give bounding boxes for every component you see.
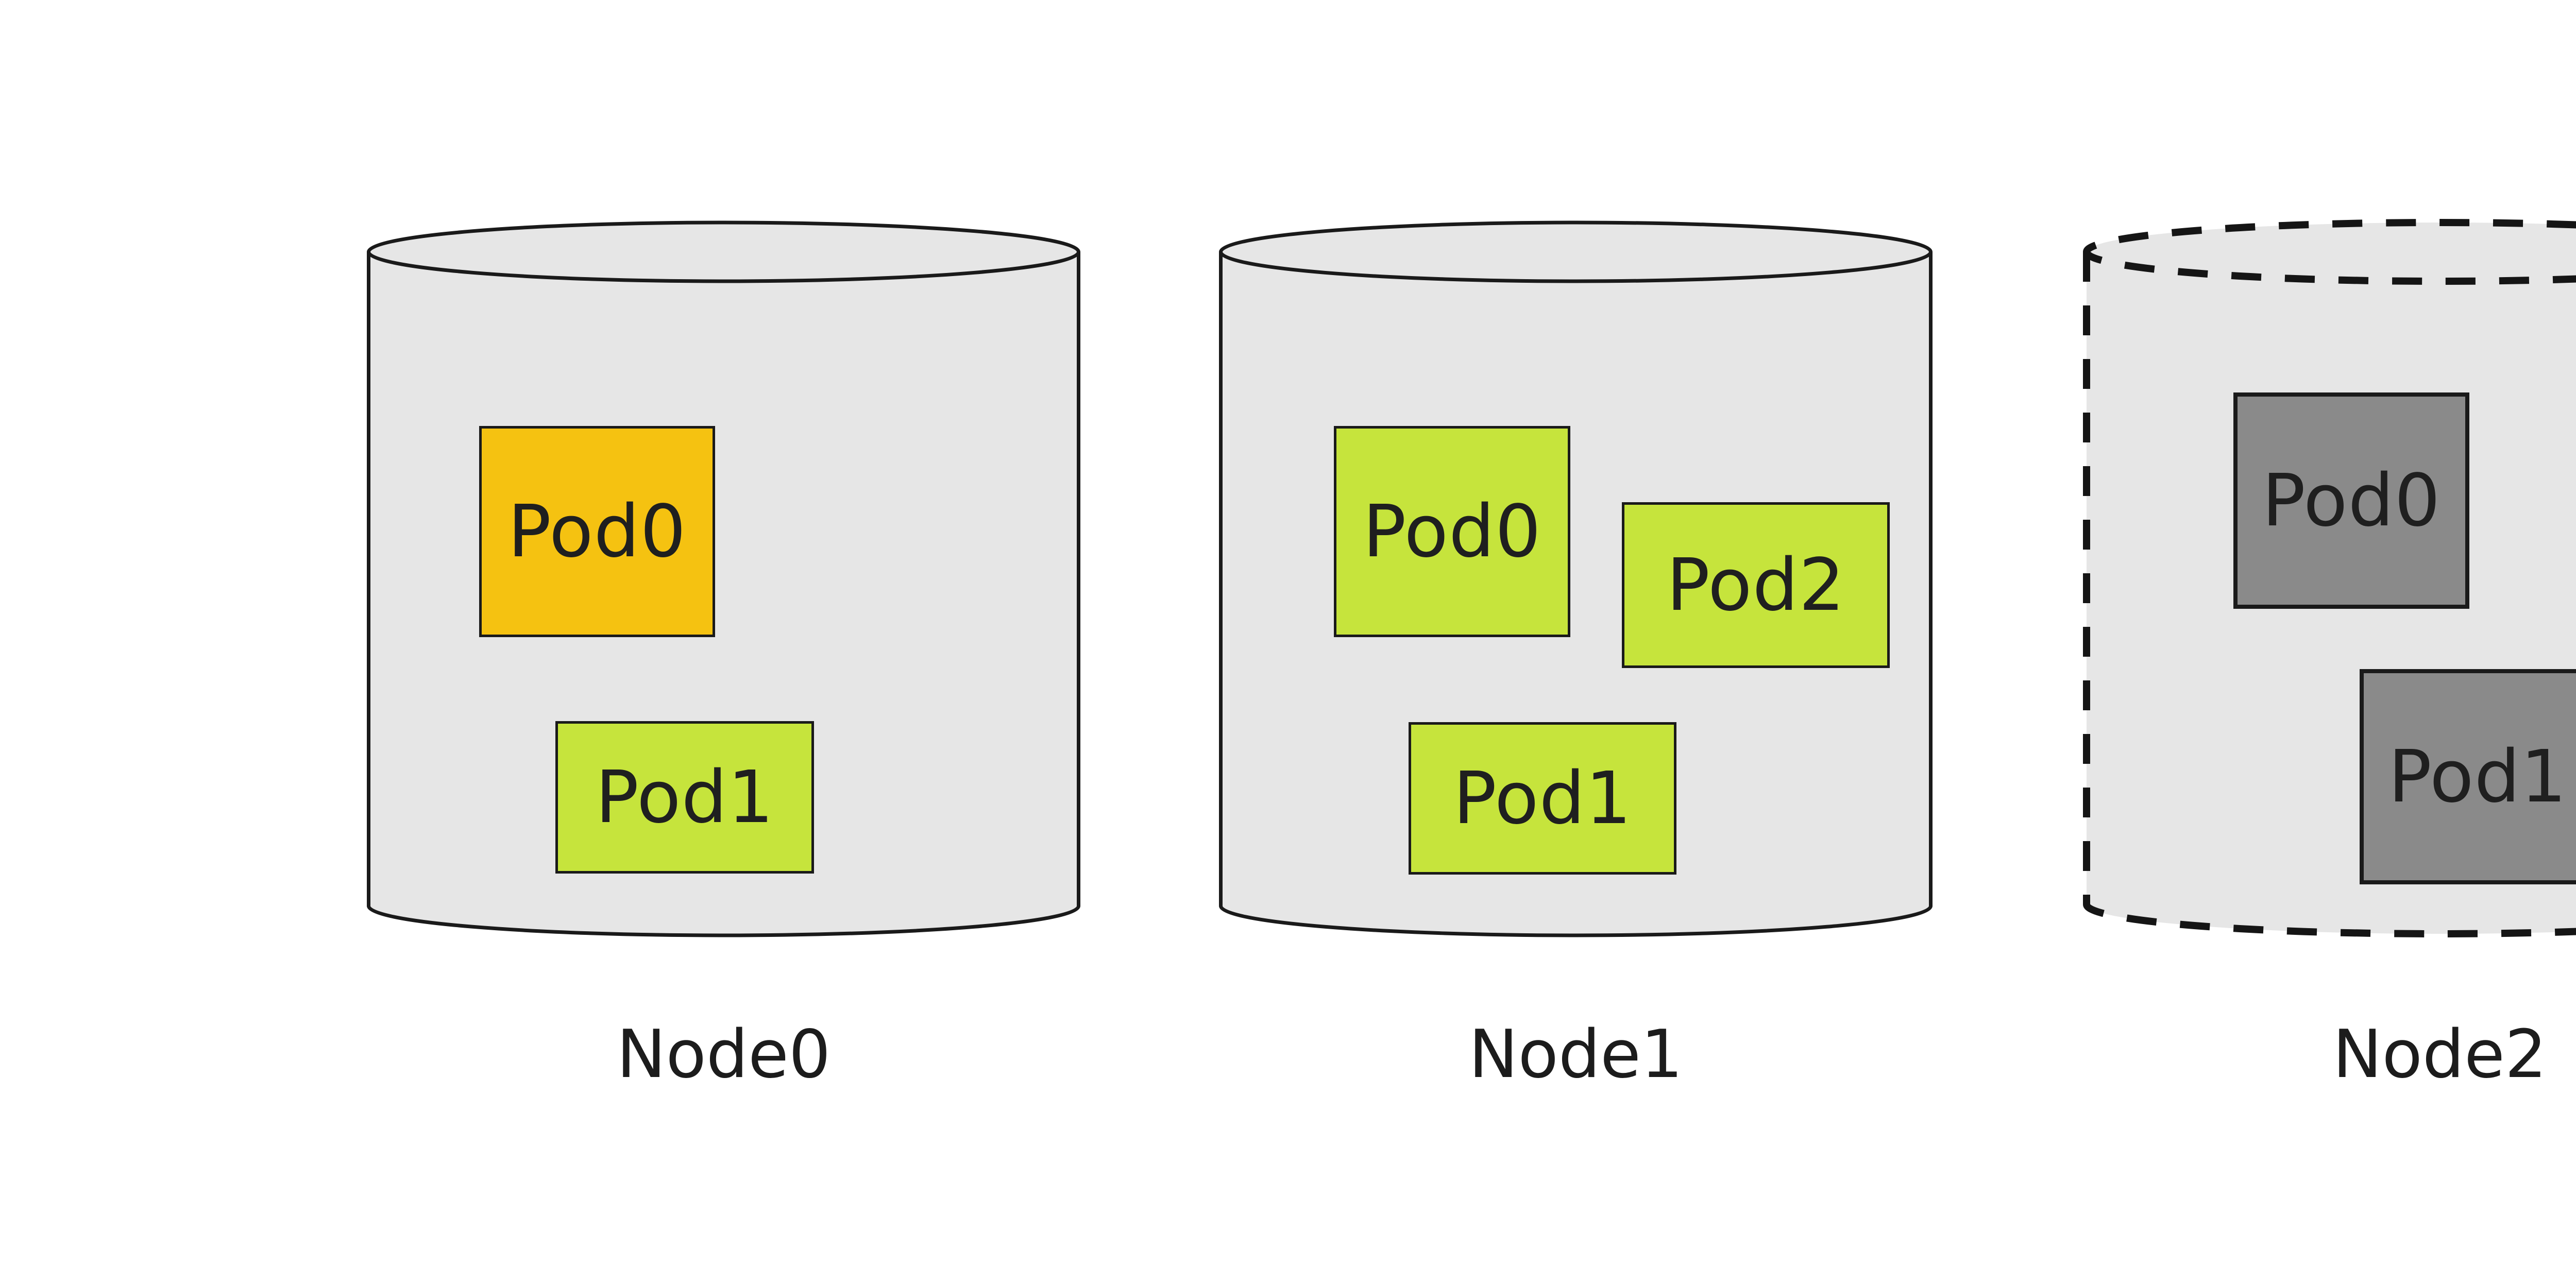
node1-cylinder-icon (1219, 220, 1933, 937)
node0-cylinder-icon (367, 220, 1080, 937)
node1-group: Pod0 Pod2 Pod1 Node1 (1219, 219, 1933, 1093)
node1-pod2: Pod2 (1622, 502, 1890, 668)
node2-group: Pod0 Pod1 Node2 (2083, 219, 2576, 1093)
node0-label: Node0 (616, 1016, 831, 1093)
node1-label: Node1 (1468, 1016, 1683, 1093)
node1-pod0: Pod0 (1334, 426, 1570, 637)
node0-group: Pod0 Pod1 Node0 (367, 219, 1080, 1093)
cylinder-body (367, 252, 1080, 937)
cylinder-top-ellipse (1219, 220, 1933, 283)
cylinder-top-ellipse (367, 220, 1080, 283)
node2-pod0: Pod0 (2233, 392, 2469, 609)
node2-label: Node2 (2332, 1016, 2547, 1093)
node2-pod1: Pod1 (2360, 669, 2576, 884)
node1-pod1: Pod1 (1409, 722, 1676, 875)
cylinder-top-ellipse-dashed (2083, 219, 2576, 285)
node0-pod0: Pod0 (479, 426, 715, 637)
node0-pod1: Pod1 (555, 721, 814, 874)
cylinder-body (1219, 252, 1933, 937)
